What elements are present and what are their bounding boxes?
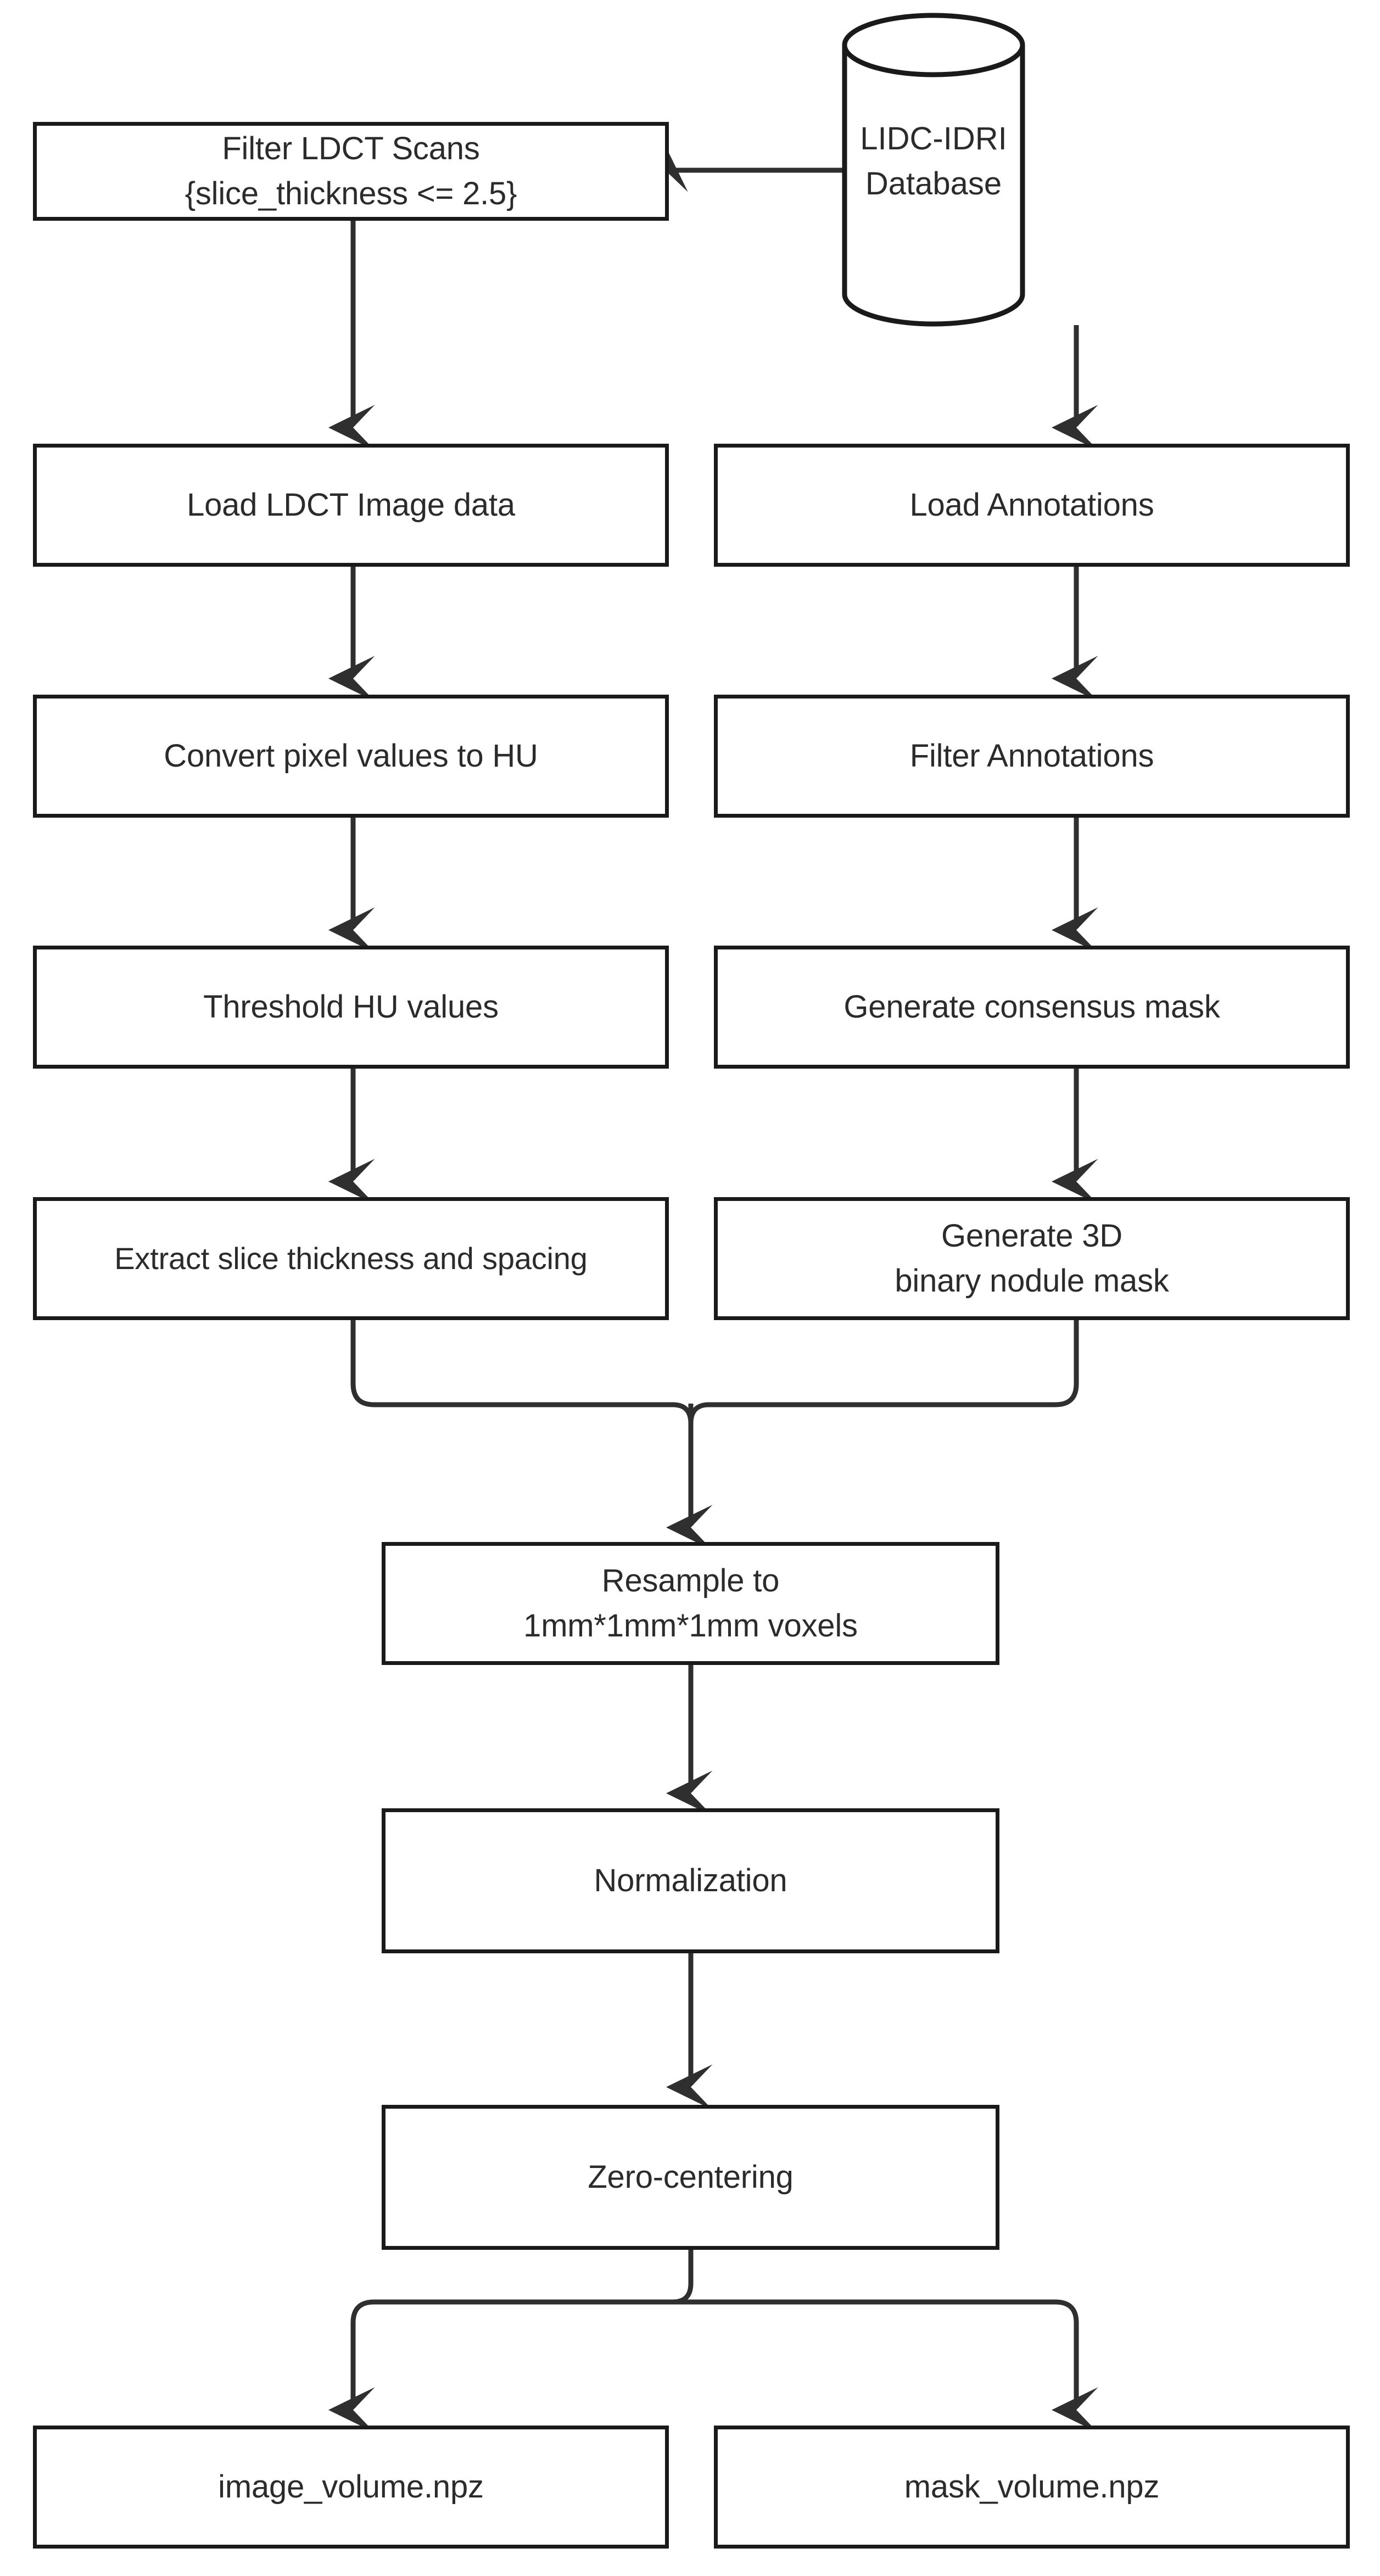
edge-extract-spacing-merge bbox=[350, 1319, 694, 1424]
edge-zero-centering-split bbox=[672, 2250, 694, 2305]
node-resample-label: Resample to 1mm*1mm*1mm voxels bbox=[523, 1562, 858, 1644]
node-image-volume-label: image_volume.npz bbox=[218, 2468, 484, 2505]
node-filter-annotations-label: Filter Annotations bbox=[909, 737, 1154, 774]
node-load-annotations-label: Load Annotations bbox=[909, 487, 1154, 523]
node-consensus-mask[interactable]: Generate consensus mask bbox=[714, 946, 1350, 1069]
node-threshold-hu[interactable]: Threshold HU values bbox=[33, 946, 669, 1069]
node-database-label: LIDC-IDRI Database bbox=[860, 121, 1007, 202]
cylinder-icon bbox=[842, 13, 1025, 327]
node-convert-hu-label: Convert pixel values to HU bbox=[164, 737, 538, 774]
node-normalization[interactable]: Normalization bbox=[382, 1808, 999, 1953]
node-filter-scans-label: Filter LDCT Scans {slice_thickness <= 2.… bbox=[185, 130, 517, 211]
edge-binary-mask-merge bbox=[688, 1319, 1079, 1424]
node-database[interactable]: LIDC-IDRI Database bbox=[840, 11, 1027, 328]
node-zero-centering-label: Zero-centering bbox=[588, 2159, 794, 2195]
node-convert-hu[interactable]: Convert pixel values to HU bbox=[33, 695, 669, 818]
node-normalization-label: Normalization bbox=[594, 1862, 787, 1898]
node-load-annotations[interactable]: Load Annotations bbox=[714, 444, 1350, 567]
node-consensus-mask-label: Generate consensus mask bbox=[843, 988, 1220, 1025]
node-load-image[interactable]: Load LDCT Image data bbox=[33, 444, 669, 567]
node-load-image-label: Load LDCT Image data bbox=[187, 487, 515, 523]
node-mask-volume-label: mask_volume.npz bbox=[904, 2468, 1160, 2505]
node-resample[interactable]: Resample to 1mm*1mm*1mm voxels bbox=[382, 1542, 999, 1665]
node-threshold-hu-label: Threshold HU values bbox=[203, 988, 499, 1025]
node-zero-centering[interactable]: Zero-centering bbox=[382, 2105, 999, 2250]
node-image-volume[interactable]: image_volume.npz bbox=[33, 2426, 669, 2549]
edge-zero-centering-to-image-volume bbox=[328, 2299, 691, 2433]
edge-zero-centering-to-mask-volume bbox=[691, 2299, 1098, 2433]
node-filter-annotations[interactable]: Filter Annotations bbox=[714, 695, 1350, 818]
node-filter-scans[interactable]: Filter LDCT Scans {slice_thickness <= 2.… bbox=[33, 122, 669, 221]
node-extract-spacing[interactable]: Extract slice thickness and spacing bbox=[33, 1197, 669, 1320]
node-mask-volume[interactable]: mask_volume.npz bbox=[714, 2426, 1350, 2549]
node-binary-mask[interactable]: Generate 3D binary nodule mask bbox=[714, 1197, 1350, 1320]
node-extract-spacing-label: Extract slice thickness and spacing bbox=[114, 1241, 588, 1276]
node-binary-mask-label: Generate 3D binary nodule mask bbox=[895, 1217, 1169, 1299]
